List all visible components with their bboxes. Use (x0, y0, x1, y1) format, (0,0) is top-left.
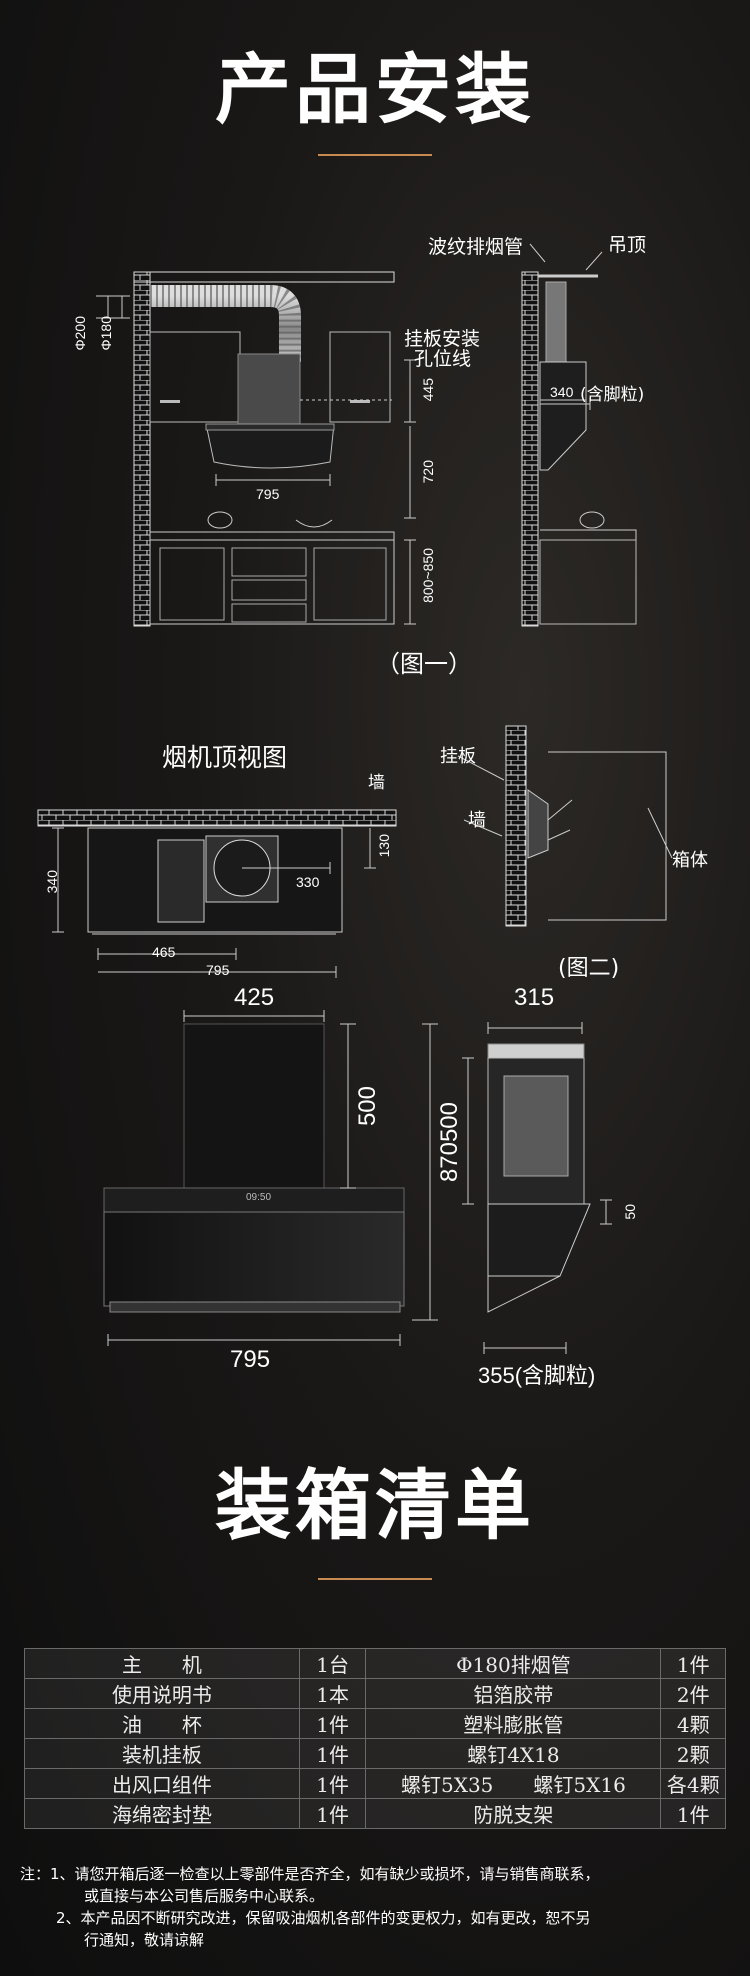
table-cell: 各4颗 (660, 1768, 726, 1799)
install-title-underline (318, 154, 432, 156)
table-cell: 1件 (660, 1648, 726, 1679)
table-cell: 出风口组件 (24, 1768, 300, 1799)
label-board-line1: 挂板安装 (404, 328, 481, 350)
topview-dim-340: 340 (44, 870, 60, 894)
table-cell: 海绵密封垫 (24, 1798, 300, 1829)
table-cell: 塑料膨胀管 (365, 1708, 662, 1739)
table-cell: 1件 (298, 1738, 367, 1769)
table-cell: 主 机 (24, 1648, 300, 1679)
table-row: 油 杯 1件 塑料膨胀管 4颗 (24, 1708, 726, 1739)
table-cell: 1台 (298, 1648, 367, 1679)
figure1-caption: （图一） (376, 650, 472, 678)
topview-dim-465: 465 (152, 944, 176, 960)
figure2-caption: (图二) (558, 956, 620, 981)
topview-and-figure2-drawing (37, 725, 673, 1354)
table-row: 主 机 1台 Φ180排烟管 1件 (24, 1648, 726, 1679)
note-line-4: 行通知，敬请谅解 (84, 1931, 205, 1949)
topview-title: 烟机顶视图 (162, 743, 288, 772)
packing-table: 主 机 1台 Φ180排烟管 1件 使用说明书 1本 铝箔胶带 2件 油 杯 1… (24, 1648, 726, 1829)
table-cell: 使用说明书 (24, 1678, 300, 1709)
table-cell: 装机挂板 (24, 1738, 300, 1769)
fig2-label-board: 挂板 (440, 746, 476, 767)
packing-title-underline (318, 1578, 432, 1580)
table-cell: 螺钉5X35 螺钉5X16 (365, 1768, 662, 1799)
fig2-label-wall: 墙 (468, 810, 486, 831)
table-cell: 4颗 (660, 1708, 726, 1739)
dim-315: 315 (514, 984, 555, 1011)
dim-50: 50 (622, 1204, 638, 1220)
figure1-drawing (96, 243, 637, 627)
dim-425: 425 (234, 984, 275, 1011)
note-line-2: 或直接与本公司售后服务中心联系。 (84, 1887, 325, 1905)
topview-label-wall: 墙 (368, 773, 385, 793)
table-cell: 1件 (298, 1768, 367, 1799)
dim-870: 870 (436, 1142, 463, 1183)
dim-795-fig1: 795 (256, 486, 280, 502)
table-cell: 1件 (298, 1798, 367, 1829)
dim-795-front: 795 (230, 1346, 271, 1373)
label-duct: 波纹排烟管 (428, 236, 524, 258)
table-row: 使用说明书 1本 铝箔胶带 2件 (24, 1678, 726, 1709)
dim-355: 355(含脚粒) (478, 1363, 596, 1388)
table-cell: 2件 (660, 1678, 726, 1709)
topview-dim-130: 130 (376, 834, 392, 858)
table-cell: 油 杯 (24, 1708, 300, 1739)
packing-title: 装箱清单 (215, 1461, 535, 1550)
label-ceiling: 吊顶 (608, 234, 647, 256)
dim-340-note: (含脚粒) (580, 385, 645, 405)
table-row: 出风口组件 1件 螺钉5X35 螺钉5X16 各4颗 (24, 1768, 726, 1799)
control-panel-display: 09:50 (246, 1192, 272, 1203)
table-row: 海绵密封垫 1件 防脱支架 1件 (24, 1798, 726, 1829)
table-cell: 1件 (298, 1708, 367, 1739)
dim-500-side: 500 (436, 1102, 463, 1143)
table-cell: 防脱支架 (365, 1798, 662, 1829)
label-board-line2: 孔位线 (414, 348, 472, 370)
table-row: 装机挂板 1件 螺钉4X18 2颗 (24, 1738, 726, 1769)
note-line-1: 注：1、请您开箱后逐一检查以上零部件是否齐全，如有缺少或损坏，请与销售商联系， (20, 1865, 600, 1883)
fig2-label-body: 箱体 (672, 850, 708, 871)
table-cell: 1本 (298, 1678, 367, 1709)
table-cell: 螺钉4X18 (365, 1738, 662, 1769)
table-cell: 铝箔胶带 (365, 1678, 662, 1709)
table-cell: Φ180排烟管 (365, 1648, 662, 1679)
dim-340-side: 340 (550, 384, 574, 400)
topview-dim-795: 795 (206, 962, 230, 978)
note-line-3: 2、本产品因不断研究改进，保留吸油烟机各部件的变更权力，如有更改，恕不另 (56, 1909, 591, 1927)
dim-500-front: 500 (354, 1086, 381, 1127)
table-cell: 1件 (660, 1798, 726, 1829)
topview-dim-330: 330 (296, 874, 320, 890)
install-title: 产品安装 (215, 45, 535, 134)
table-cell: 2颗 (660, 1738, 726, 1769)
